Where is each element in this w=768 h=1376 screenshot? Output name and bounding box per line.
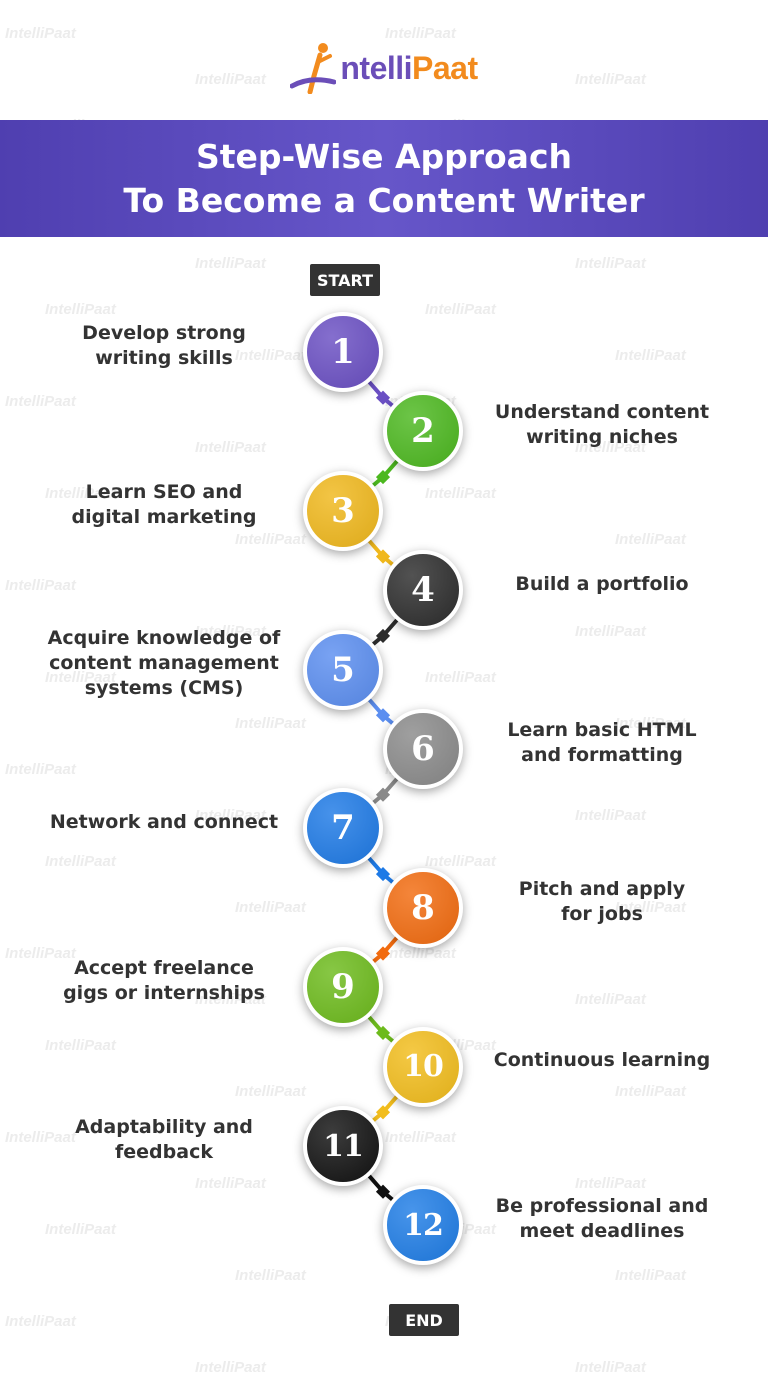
- step-7-circle: 7: [303, 788, 383, 869]
- watermark-text: IntelliPaat: [195, 1175, 266, 1192]
- start-tag: START: [310, 264, 380, 296]
- step-11-circle: 11: [303, 1106, 383, 1186]
- watermark-text: IntelliPaat: [45, 485, 116, 502]
- watermark-text: IntelliPaat: [385, 1129, 456, 1146]
- watermark-text: IntelliPaat: [385, 945, 456, 962]
- runner-logo-icon: [290, 43, 337, 94]
- watermark-text: IntelliPaat: [235, 531, 306, 548]
- connector-joint-8: [375, 946, 391, 961]
- connector-joint-4: [375, 628, 391, 643]
- step-10-label: Continuous learning: [493, 1049, 711, 1072]
- watermark-text: IntelliPaat: [425, 853, 496, 870]
- banner-title-line-1: Step-Wise Approach: [195, 136, 573, 176]
- step-10-circle: 10: [383, 1026, 463, 1107]
- watermark-text: IntelliPaat: [195, 807, 266, 824]
- watermark-text: IntelliPaat: [45, 1221, 116, 1238]
- watermark-text: IntelliPaat: [575, 1175, 646, 1192]
- step-9-circle: 9: [303, 947, 383, 1028]
- watermark-text: IntelliPaat: [195, 991, 266, 1008]
- watermark-text: IntelliPaat: [195, 255, 266, 272]
- watermark-text: IntelliPaat: [615, 715, 686, 732]
- watermark-text: IntelliPaat: [45, 853, 116, 870]
- step-5-circle: 5: [303, 629, 383, 710]
- watermark-text: IntelliPaat: [575, 439, 646, 456]
- watermark-text: IntelliPaat: [5, 945, 76, 962]
- watermark-text: IntelliPaat: [385, 25, 456, 42]
- watermark-text: IntelliPaat: [195, 439, 266, 456]
- watermark-text: IntelliPaat: [615, 1267, 686, 1284]
- watermark-text: IntelliPaat: [45, 1037, 116, 1054]
- watermark-text: IntelliPaat: [615, 899, 686, 916]
- banner-title-line-2: To Become a Content Writer: [123, 180, 645, 220]
- watermark-text: IntelliPaat: [235, 1267, 306, 1284]
- watermark-text: IntelliPaat: [195, 71, 266, 88]
- watermark-text: IntelliPaat: [5, 393, 76, 410]
- watermark-text: IntelliPaat: [5, 25, 76, 42]
- watermark-text: IntelliPaat: [575, 807, 646, 824]
- watermark-text: IntelliPaat: [235, 715, 306, 732]
- watermark-text: IntelliPaat: [235, 899, 306, 916]
- connector-joint-6: [375, 787, 391, 802]
- watermark-text: IntelliPaat: [5, 577, 76, 594]
- watermark-text: IntelliPaat: [5, 1313, 76, 1330]
- step-4-label: Build a portfolio: [515, 572, 689, 595]
- step-3-circle: 3: [303, 470, 383, 551]
- watermark-text: IntelliPaat: [5, 1129, 76, 1146]
- watermark-text: IntelliPaat: [425, 485, 496, 502]
- watermark-text: IntelliPaat: [425, 669, 496, 686]
- connector-joint-2: [375, 470, 391, 485]
- watermark-text: IntelliPaat: [235, 1083, 306, 1100]
- watermark-text: IntelliPaat: [615, 347, 686, 364]
- watermark-text: IntelliPaat: [575, 623, 646, 640]
- end-tag: END: [389, 1304, 459, 1336]
- step-8-circle: 8: [383, 867, 463, 948]
- watermark-text: IntelliPaat: [575, 255, 646, 272]
- watermark-text: IntelliPaat: [45, 301, 116, 318]
- watermark-text: IntelliPaat: [575, 71, 646, 88]
- connector-joint-3: [375, 549, 391, 564]
- step-12-circle: 12: [383, 1185, 463, 1266]
- watermark-text: IntelliPaat: [195, 623, 266, 640]
- connector-joint-11: [375, 1184, 391, 1199]
- step-2-circle: 2: [383, 391, 463, 472]
- watermark-text: IntelliPaat: [615, 1083, 686, 1100]
- step-6-circle: 6: [383, 709, 463, 789]
- watermark-text: IntelliPaat: [45, 669, 116, 686]
- connector-joint-5: [375, 708, 391, 723]
- title-banner: Step-Wise Approach To Become a Content W…: [0, 120, 768, 237]
- watermark-text: IntelliPaat: [5, 761, 76, 778]
- watermark-text: IntelliPaat: [235, 347, 306, 364]
- watermark-text: IntelliPaat: [425, 301, 496, 318]
- connector-joint-9: [375, 1025, 391, 1040]
- logo-text: ntelliPaat: [340, 49, 478, 86]
- step-4-circle: 4: [383, 550, 463, 631]
- intellipaat-logo: ntelliPaat: [0, 38, 768, 98]
- connector-joint-1: [375, 390, 391, 405]
- watermark-text: IntelliPaat: [575, 991, 646, 1008]
- connector-joint-7: [375, 867, 391, 882]
- watermark-text: IntelliPaat: [615, 531, 686, 548]
- step-7-label: Network and connect: [49, 810, 279, 833]
- step-1-circle: 1: [303, 312, 383, 392]
- connector-joint-10: [375, 1105, 391, 1120]
